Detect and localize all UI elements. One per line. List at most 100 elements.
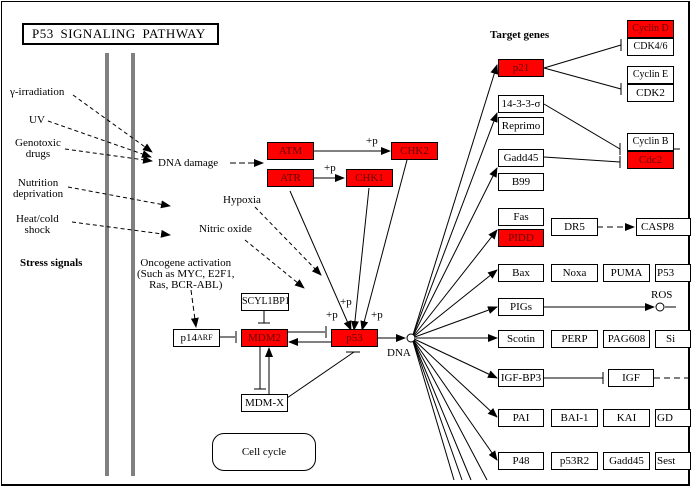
node-scotin[interactable]: Scotin [498,330,544,348]
label-uv: UV [29,114,45,126]
edge-sfn-cdc2 [543,103,621,150]
membrane-bar-right [131,53,135,476]
phospho-label-p53-c: +p [371,309,383,321]
node-cyclin-e[interactable]: Cyclin E [627,66,674,84]
node-p53[interactable]: p53 [331,329,378,347]
node-14-3-3-sigma[interactable]: 14-3-3-σ [498,95,544,113]
node-cdk2[interactable]: CDK2 [627,84,674,102]
node-sest[interactable]: Sest [655,452,691,470]
edge-uv-dna [47,120,152,158]
edge-dna-igfbp3 [411,337,498,379]
pathway-title: P53 SIGNALING PATHWAY [22,23,219,45]
node-chk1[interactable]: CHK1 [346,169,393,187]
node-casp8[interactable]: CASP8 [636,218,691,236]
node-kai[interactable]: KAI [603,409,650,427]
label-dna: DNA [387,347,411,359]
edge-dna-bax [411,269,498,339]
edge-dna-down2 [411,337,472,481]
node-p14arf[interactable]: p14ARF [173,329,220,347]
node-noxa[interactable]: Noxa [551,264,598,282]
edge-dna-sfn [411,112,498,339]
edge-nutrition-target [67,186,171,209]
node-bax[interactable]: Bax [498,264,544,282]
node-p53r2[interactable]: p53R2 [551,452,598,470]
label-line: deprivation [13,188,64,200]
node-pidd[interactable]: PIDD [498,229,544,247]
node-bai-1[interactable]: BAI-1 [551,409,598,427]
node-igf[interactable]: IGF [608,369,654,387]
edge-dna-down3 [411,337,488,481]
stress-signals-heading: Stress signals [20,257,83,269]
label-line: Ras, BCR-ABL) [149,279,223,291]
node-reprimo[interactable]: Reprimo [498,117,544,135]
edge-dna-down1 [411,337,463,481]
phospho-label-p53-b: +p [326,309,338,321]
label-line: Nutrition [17,177,59,189]
node-cyclin-b[interactable]: Cyclin B [627,133,674,151]
node-mdm-x[interactable]: MDM-X [241,394,288,412]
node-pigs[interactable]: PIGs [498,298,544,316]
node-cell-cycle[interactable]: Cell cycle [212,433,316,471]
edge-chk2-p53 [360,159,408,331]
label-ros: ROS [651,289,673,301]
node-puma[interactable]: PUMA [603,264,650,282]
edge-p21-cdk46 [543,44,622,69]
node-mdm2[interactable]: MDM2 [241,329,288,347]
node-atr[interactable]: ATR [267,169,314,187]
node-dr5[interactable]: DR5 [551,218,598,236]
edge-dna-down4 [411,337,455,481]
label-genotoxic-drugs: Genotoxic drugs [15,138,61,160]
edge-atr-p53 [289,190,352,331]
label-line: Oncogene activation [140,257,232,269]
label-nutrition-deprivation: Nutrition deprivation [13,178,63,200]
label-oncogene-activation: Oncogene activation (Such as MYC, E2F1, … [137,258,234,291]
edge-heat-target [71,221,171,238]
node-cdk4-6[interactable]: CDK4/6 [627,38,674,56]
node-p53aip[interactable]: P53 [655,264,691,282]
node-siah[interactable]: Si [655,330,691,348]
label-line: drugs [25,148,51,160]
edge-hypoxia-p53 [254,206,322,276]
edge-gamma-dna [72,94,153,153]
node-gadd45-b[interactable]: Gadd45 [603,452,650,470]
node-p21[interactable]: p21 [498,59,544,77]
node-scyl1bp1[interactable]: SCYL1BP1 [241,293,289,311]
node-chk2[interactable]: CHK2 [391,142,438,160]
edge-dna-gadd45 [411,167,498,339]
label-dna-damage: DNA damage [158,157,219,169]
label-hypoxia: Hypoxia [223,194,261,206]
node-pai[interactable]: PAI [498,409,544,427]
phospho-label-atm-chk2: +p [366,135,378,147]
edge-dna-p21 [411,64,499,339]
edge-dna-fas [411,229,498,339]
node-gadd45[interactable]: Gadd45 [498,149,544,167]
membrane-bar-left [105,53,109,476]
node-fas[interactable]: Fas [498,208,544,226]
arf-label: ARF [196,333,213,342]
node-gd[interactable]: GD [655,409,691,427]
edge-mdmx-p53 [286,351,355,399]
node-atm[interactable]: ATM [267,142,314,160]
node-b99[interactable]: B99 [498,173,544,191]
label-nitric-oxide: Nitric oxide [199,223,252,235]
node-cyclin-d[interactable]: Cyclin D [627,20,674,38]
label-line: Genotoxic [15,137,61,149]
node-pag608[interactable]: PAG608 [603,330,650,348]
label-line: Heat/cold [16,213,59,225]
node-igf-bp3[interactable]: IGF-BP3 [498,369,544,387]
edge-dna-pigs [411,306,498,339]
edge-gadd45-cdc2 [543,156,621,163]
label-heat-cold-shock: Heat/cold shock [16,214,59,236]
edge-dna-pai [411,337,498,418]
node-cdc2[interactable]: Cdc2 [627,151,674,169]
edge-chk1-p53 [350,187,370,331]
dna-node [406,333,416,343]
edge-nitric-p53 [244,239,305,289]
label-gamma-irradiation: γ-irradiation [10,86,65,98]
diagram-frame [1,1,690,486]
node-perp[interactable]: PERP [551,330,598,348]
node-p48[interactable]: P48 [498,452,544,470]
p14-label: p14 [180,332,197,344]
label-line: (Such as MYC, E2F1, [137,268,235,280]
